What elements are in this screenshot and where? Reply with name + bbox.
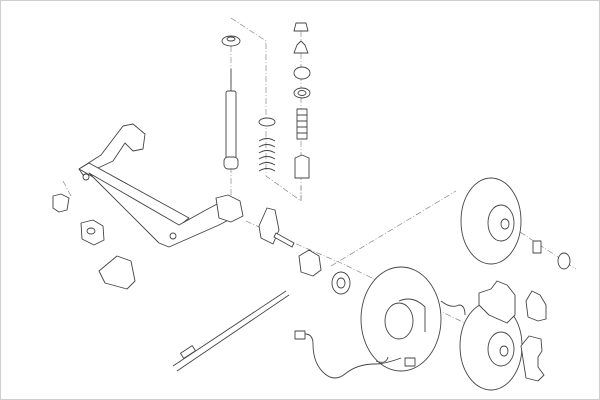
rear-axle-beam [78,123,244,248]
assembly-lines [62,17,577,327]
brake-backing-plate [360,266,442,372]
brake-drum [460,177,522,265]
strut-mount-parts [293,22,311,179]
wheel-hub-assembly [258,207,351,295]
abs-sensor-cable [294,300,466,379]
handbrake-cable [172,290,290,372]
shock-absorber [221,35,241,170]
coil-spring [258,117,276,172]
hub-nuts [532,240,571,270]
bushings [52,193,136,290]
brake-caliper [478,280,547,382]
